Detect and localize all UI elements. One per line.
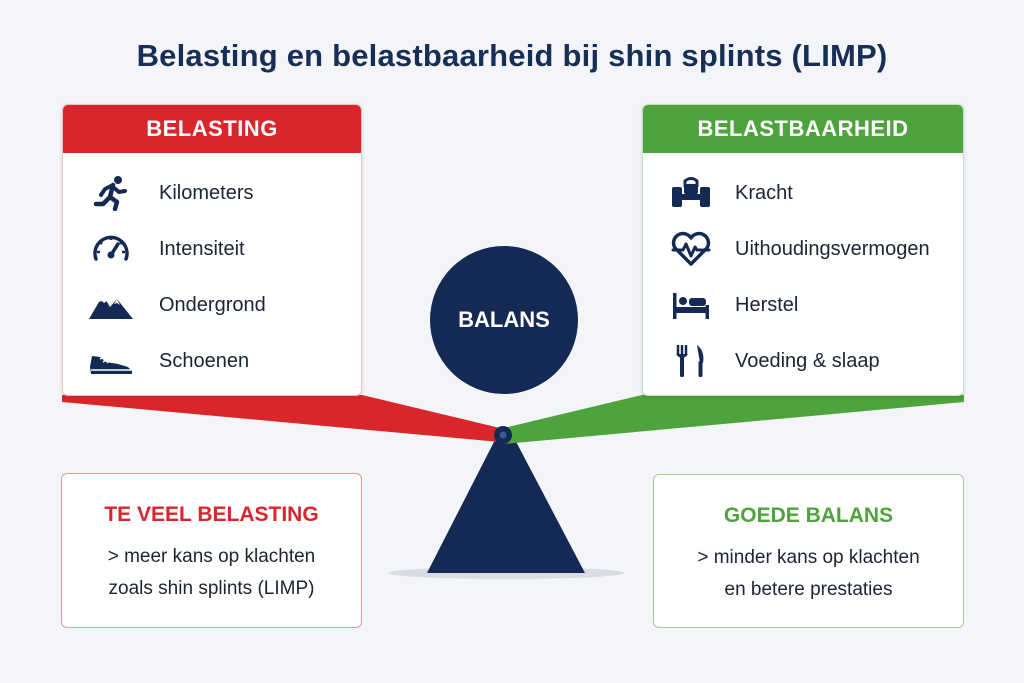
te-veel-belasting-box: TE VEEL BELASTING > meer kans op klachte…	[61, 473, 362, 628]
item-label: Herstel	[735, 293, 799, 316]
box-line: > minder kans op klachten	[697, 547, 920, 568]
list-item: Kracht	[643, 173, 963, 213]
item-label: Ondergrond	[159, 293, 266, 316]
shoe-icon	[87, 343, 135, 379]
mountain-icon	[87, 287, 135, 323]
heartbeat-icon	[667, 231, 715, 267]
utensils-icon	[667, 343, 715, 379]
belastbaarheid-header: BELASTBAARHEID	[643, 105, 963, 153]
list-item: Uithoudingsvermogen	[643, 229, 963, 269]
fulcrum-triangle	[427, 434, 585, 573]
list-item: Schoenen	[63, 341, 361, 381]
list-item: Ondergrond	[63, 285, 361, 325]
item-label: Intensiteit	[159, 237, 245, 260]
box-line: en betere prestaties	[724, 579, 893, 600]
balans-label: BALANS	[458, 307, 550, 332]
runner-icon	[87, 175, 135, 211]
list-item: Voeding & slaap	[643, 341, 963, 381]
item-label: Uithoudingsvermogen	[735, 237, 930, 260]
box-line: > meer kans op klachten	[107, 546, 316, 567]
list-item: Kilometers	[63, 173, 361, 213]
item-label: Kilometers	[159, 181, 254, 204]
item-label: Voeding & slaap	[735, 349, 880, 372]
balans-circle: BALANS	[430, 246, 578, 394]
list-item: Herstel	[643, 285, 963, 325]
belasting-card: BELASTING Kilometers	[62, 104, 362, 396]
goede-balans-title: GOEDE BALANS	[723, 504, 894, 527]
belasting-header: BELASTING	[63, 105, 361, 153]
pivot-dot	[499, 431, 507, 439]
speedometer-icon	[87, 231, 135, 267]
beam-right-green	[504, 395, 964, 444]
goede-balans-box: GOEDE BALANS > minder kans op klachten e…	[653, 474, 964, 628]
belastbaarheid-card: BELASTBAARHEID Kracht Uithoudingsvermoge…	[642, 104, 964, 396]
list-item: Intensiteit	[63, 229, 361, 269]
dumbbell-icon	[667, 175, 715, 211]
beam-left-red	[62, 395, 500, 442]
te-veel-belasting-title: TE VEEL BELASTING	[104, 503, 319, 526]
bed-icon	[667, 287, 715, 323]
item-label: Kracht	[735, 181, 793, 204]
page-title: Belasting en belastbaarheid bij shin spl…	[136, 38, 888, 73]
item-label: Schoenen	[159, 349, 250, 372]
box-line: zoals shin splints (LIMP)	[108, 578, 315, 599]
